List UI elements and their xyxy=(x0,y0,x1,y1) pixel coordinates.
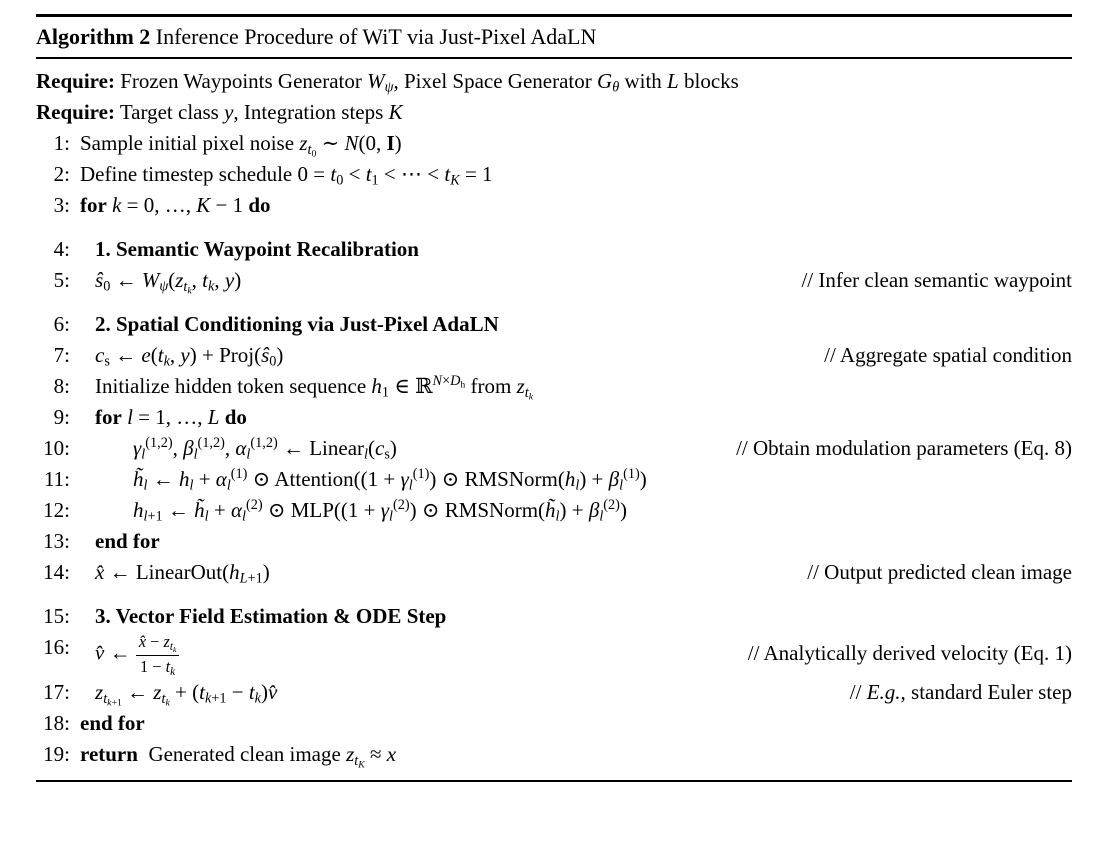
algorithm-label: Algorithm 2 xyxy=(36,24,151,49)
line-content: end for xyxy=(80,708,1072,739)
algorithm-line: 14: x̂ ← LinearOut(hL+1) // Output predi… xyxy=(36,557,1072,588)
algorithm-line: 13: end for xyxy=(36,526,1072,557)
algorithm-line: 7: cs ← e(tk, y) + Proj(ŝ0) // Aggregate… xyxy=(36,340,1072,371)
line-statement: cs ← e(tk, y) + Proj(ŝ0) xyxy=(95,343,284,370)
algorithm-line: 11: h̃l ← hl + αl(1) ⊙ Attention((1 + γl… xyxy=(36,464,1072,495)
line-content: end for xyxy=(95,526,1072,557)
line-content: hl+1 ← h̃l + αl(2) ⊙ MLP((1 + γl(2)) ⊙ R… xyxy=(133,495,1072,526)
algorithm-line: 1: Sample initial pixel noise zt0 ∼ N(0,… xyxy=(36,128,1072,159)
line-number: 14: xyxy=(43,560,70,584)
line-content: return Generated clean image ztK ≈ x xyxy=(80,739,1072,770)
line-content: Initialize hidden token sequence h1 ∈ ℝN… xyxy=(95,371,1072,402)
line-statement: Sample initial pixel noise zt0 ∼ N(0, I) xyxy=(80,131,402,159)
line-statement: 1. Semantic Waypoint Recalibration xyxy=(95,237,419,261)
algorithm-caption: Algorithm 2 Inference Procedure of WiT v… xyxy=(36,17,1072,57)
line-number: 13: xyxy=(43,529,70,553)
algorithm-line: 12: hl+1 ← h̃l + αl(2) ⊙ MLP((1 + γl(2))… xyxy=(36,495,1072,526)
algorithm-line: 8: Initialize hidden token sequence h1 ∈… xyxy=(36,371,1072,402)
line-statement: ŝ0 ← Wψ(ztk, tk, y) xyxy=(95,268,242,296)
line-statement: return Generated clean image ztK ≈ x xyxy=(80,742,397,771)
line-content: Sample initial pixel noise zt0 ∼ N(0, I) xyxy=(80,128,1072,159)
algorithm-line: 15: 3. Vector Field Estimation & ODE Ste… xyxy=(36,601,1072,632)
line-number: 11: xyxy=(43,467,70,491)
line-number: 8: xyxy=(53,374,70,398)
line-content: ŝ0 ← Wψ(ztk, tk, y) // Infer clean seman… xyxy=(95,265,1072,296)
line-statement: 3. Vector Field Estimation & ODE Step xyxy=(95,604,447,628)
algorithm-line: 5: ŝ0 ← Wψ(ztk, tk, y) // Infer clean se… xyxy=(36,265,1072,296)
algorithm-line: 2: Define timestep schedule 0 = t0 < t1 … xyxy=(36,159,1072,190)
line-statement: for l = 1, …, L do xyxy=(95,405,247,429)
require-text: Frozen Waypoints Generator Wψ, Pixel Spa… xyxy=(120,69,739,96)
line-statement: ztk+1 ← ztk + (tk+1 − tk)v̂ xyxy=(95,680,278,709)
require-keyword: Require: xyxy=(36,100,115,124)
algorithm-line: 18: end for xyxy=(36,708,1072,739)
algorithm-line: 19: return Generated clean image ztK ≈ x xyxy=(36,739,1072,770)
line-number: 5: xyxy=(53,268,70,292)
line-statement: hl+1 ← h̃l + αl(2) ⊙ MLP((1 + γl(2)) ⊙ R… xyxy=(133,497,627,525)
line-content: 1. Semantic Waypoint Recalibration xyxy=(95,234,1072,265)
algorithm-title: Inference Procedure of WiT via Just-Pixe… xyxy=(155,24,597,49)
algorithm-block: Algorithm 2 Inference Procedure of WiT v… xyxy=(36,14,1072,783)
line-comment: // Aggregate spatial condition xyxy=(824,343,1072,367)
line-number: 1: xyxy=(53,131,70,155)
algorithm-line: 17: ztk+1 ← ztk + (tk+1 − tk)v̂ // E.g.,… xyxy=(36,677,1072,708)
line-statement: h̃l ← hl + αl(1) ⊙ Attention((1 + γl(1))… xyxy=(133,466,647,494)
line-content: ztk+1 ← ztk + (tk+1 − tk)v̂ // E.g., sta… xyxy=(95,677,1072,708)
line-number: 19: xyxy=(43,742,70,767)
line-content: Define timestep schedule 0 = t0 < t1 < ⋯… xyxy=(80,159,1072,190)
line-statement: Define timestep schedule 0 = t0 < t1 < ⋯… xyxy=(80,162,493,189)
require-line: Require: Target class y, Integration ste… xyxy=(36,97,1072,128)
line-number: 9: xyxy=(53,405,70,429)
algorithm-line: 9: for l = 1, …, L do xyxy=(36,402,1072,433)
line-number: 10: xyxy=(43,436,70,460)
require-text: Target class y, Integration steps K xyxy=(119,100,403,124)
line-comment: // Infer clean semantic waypoint xyxy=(801,268,1072,292)
line-statement: for k = 0, …, K − 1 do xyxy=(80,193,271,217)
algorithm-line: 4: 1. Semantic Waypoint Recalibration xyxy=(36,234,1072,265)
line-content: 2. Spatial Conditioning via Just-Pixel A… xyxy=(95,309,1072,340)
line-statement: end for xyxy=(80,711,145,736)
require-keyword: Require: xyxy=(36,69,115,93)
line-content: for l = 1, …, L do xyxy=(95,402,1072,433)
line-content: h̃l ← hl + αl(1) ⊙ Attention((1 + γl(1))… xyxy=(133,464,1072,495)
line-comment: // Analytically derived velocity (Eq. 1) xyxy=(747,640,1072,665)
line-number: 18: xyxy=(43,711,70,736)
line-number: 17: xyxy=(43,680,70,705)
bottom-rule xyxy=(36,780,1072,783)
line-statement: Initialize hidden token sequence h1 ∈ ℝN… xyxy=(95,373,534,402)
line-statement: γl(1,2), βl(1,2), αl(1,2) ← Linearl(cs) xyxy=(133,435,397,463)
line-statement: x̂ ← LinearOut(hL+1) xyxy=(95,560,270,587)
line-content: cs ← e(tk, y) + Proj(ŝ0) // Aggregate sp… xyxy=(95,340,1072,371)
line-content: 3. Vector Field Estimation & ODE Step xyxy=(95,601,1072,632)
line-number: 4: xyxy=(53,237,70,261)
line-number: 3: xyxy=(53,193,70,217)
line-number: 6: xyxy=(53,312,70,336)
line-comment: // E.g., standard Euler step xyxy=(849,680,1072,705)
line-comment: // Output predicted clean image xyxy=(807,560,1072,584)
line-content: γl(1,2), βl(1,2), αl(1,2) ← Linearl(cs) … xyxy=(133,433,1072,464)
line-content: x̂ ← LinearOut(hL+1) // Output predicted… xyxy=(95,557,1072,588)
caption-rule xyxy=(36,57,1072,59)
require-line: Require: Frozen Waypoints Generator Wψ, … xyxy=(36,66,1072,97)
line-number: 15: xyxy=(43,604,70,628)
line-number: 12: xyxy=(43,498,70,522)
algorithm-body: Require: Frozen Waypoints Generator Wψ, … xyxy=(36,59,1072,770)
algorithm-line: 10: γl(1,2), βl(1,2), αl(1,2) ← Linearl(… xyxy=(36,433,1072,464)
line-number: 16: xyxy=(43,635,70,659)
algorithm-line: 3: for k = 0, …, K − 1 do xyxy=(36,190,1072,221)
line-number: 7: xyxy=(53,343,70,367)
algorithm-line: 6: 2. Spatial Conditioning via Just-Pixe… xyxy=(36,309,1072,340)
line-statement: end for xyxy=(95,529,160,553)
top-rule xyxy=(36,14,1072,17)
line-statement: 2. Spatial Conditioning via Just-Pixel A… xyxy=(95,312,499,336)
line-content: for k = 0, …, K − 1 do xyxy=(80,190,1072,221)
line-number: 2: xyxy=(53,162,70,186)
line-comment: // Obtain modulation parameters (Eq. 8) xyxy=(736,436,1072,460)
